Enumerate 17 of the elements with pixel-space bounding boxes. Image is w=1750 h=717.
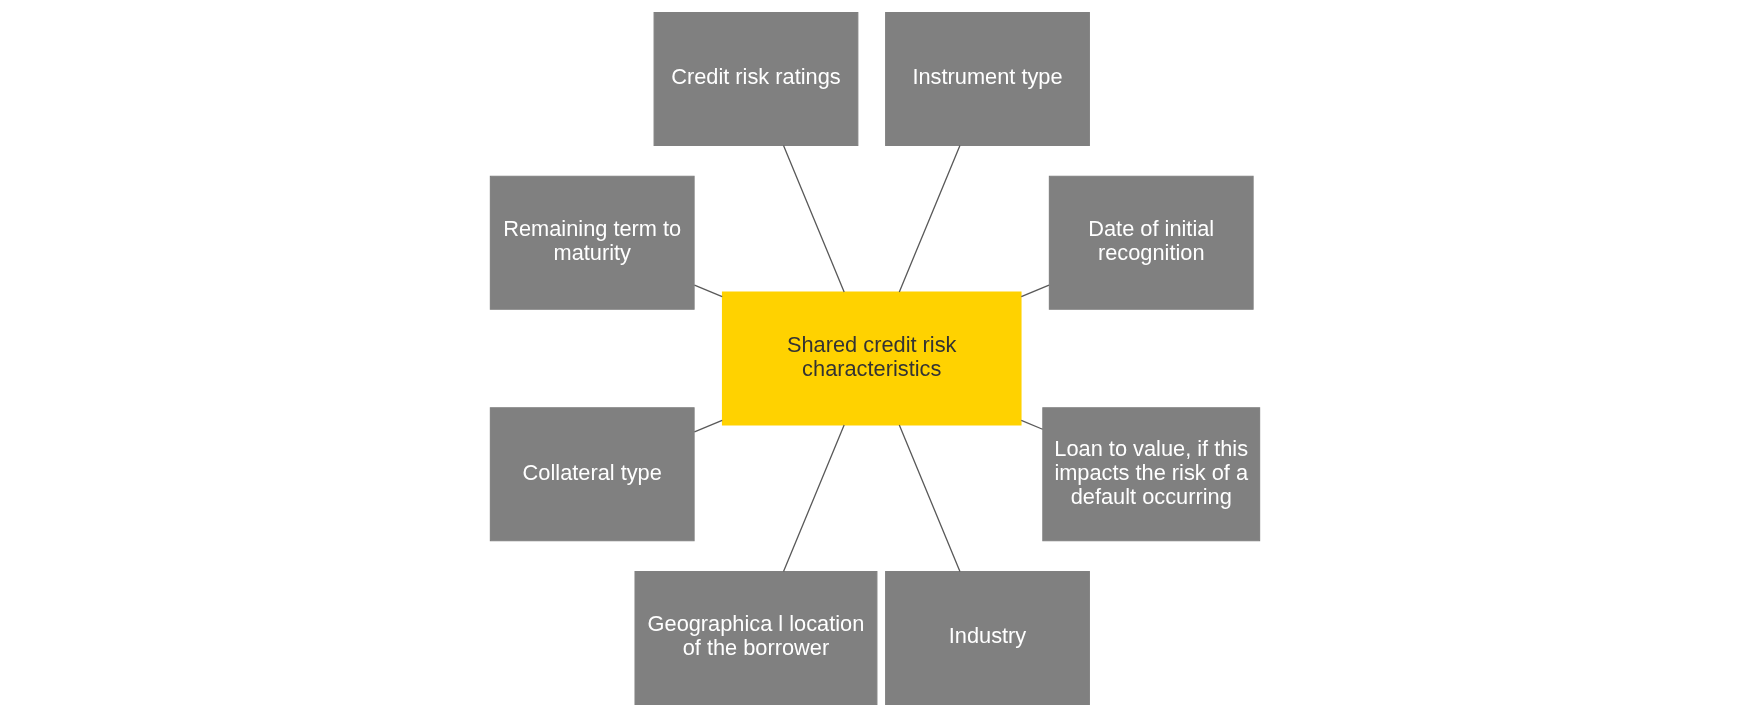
connector xyxy=(782,144,845,293)
connector xyxy=(1020,284,1050,298)
connector xyxy=(693,419,723,433)
node-box: Loan to value, if this impacts the risk of a default occurring xyxy=(1042,407,1261,542)
node-box: Remaining term to maturity xyxy=(489,175,695,310)
node-box: Industry xyxy=(885,571,1090,705)
node-box: Geographica l location of the borrower xyxy=(634,571,878,705)
connector xyxy=(1020,419,1044,430)
connector xyxy=(782,424,845,573)
node-box: Credit risk ratings xyxy=(653,12,859,146)
connector xyxy=(898,144,961,293)
node-box: Instrument type xyxy=(885,12,1090,146)
connector xyxy=(693,284,723,298)
connector xyxy=(898,424,961,573)
node-box: Collateral type xyxy=(489,407,695,542)
node-box: Shared credit risk characteristics xyxy=(721,291,1022,426)
node-box: Date of initial recognition xyxy=(1048,175,1254,310)
